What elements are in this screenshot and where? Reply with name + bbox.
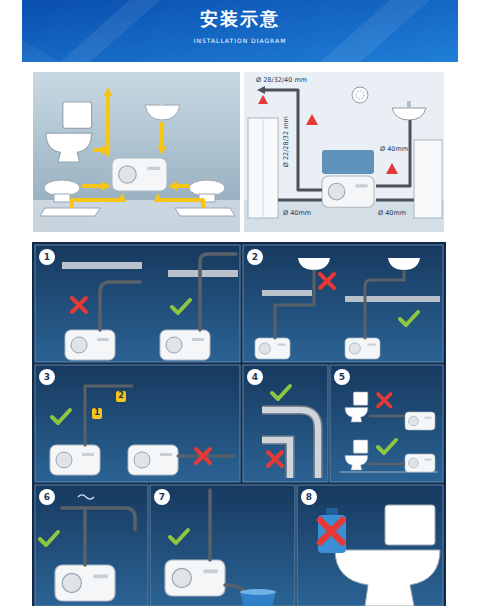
node-text: 8 bbox=[306, 493, 312, 502]
dimension-label: Ø 40mm bbox=[380, 146, 408, 153]
dimension-panel bbox=[244, 72, 444, 232]
node-text: 5 bbox=[339, 373, 345, 382]
node-text: 6 bbox=[44, 493, 50, 502]
callout-number: 4 bbox=[247, 369, 263, 385]
step-tag: 2 bbox=[116, 391, 126, 402]
rules-panel bbox=[32, 242, 446, 606]
step-tag: 1 bbox=[92, 408, 102, 419]
callout-number: 5 bbox=[334, 369, 350, 385]
node-text: 1 bbox=[94, 409, 100, 417]
title-banner bbox=[22, 0, 458, 62]
dimension-label: Ø 22/28/32 mm bbox=[283, 116, 290, 167]
callout-number: 3 bbox=[39, 369, 55, 385]
dimension-label: Ø 40mm bbox=[378, 210, 406, 217]
dimension-label: Ø 28/32/40 mm bbox=[256, 77, 307, 84]
dimension-label: Ø 40mm bbox=[283, 210, 311, 217]
subtitle: INSTALLATION DIAGRAM bbox=[194, 38, 287, 45]
layout-panel bbox=[33, 72, 240, 232]
node-text: 4 bbox=[252, 373, 258, 382]
node-text: 1 bbox=[44, 253, 50, 262]
callout-number: 7 bbox=[154, 489, 170, 505]
node-text: 2 bbox=[118, 392, 124, 400]
node-text: 7 bbox=[159, 493, 165, 502]
node-text: 3 bbox=[44, 373, 50, 382]
callout-number: 2 bbox=[247, 249, 263, 265]
callout-number: 6 bbox=[39, 489, 55, 505]
callout-number: 8 bbox=[301, 489, 317, 505]
page-title: 安装示意 bbox=[200, 9, 280, 30]
callout-number: 1 bbox=[39, 249, 55, 265]
node-text: 2 bbox=[252, 253, 258, 262]
